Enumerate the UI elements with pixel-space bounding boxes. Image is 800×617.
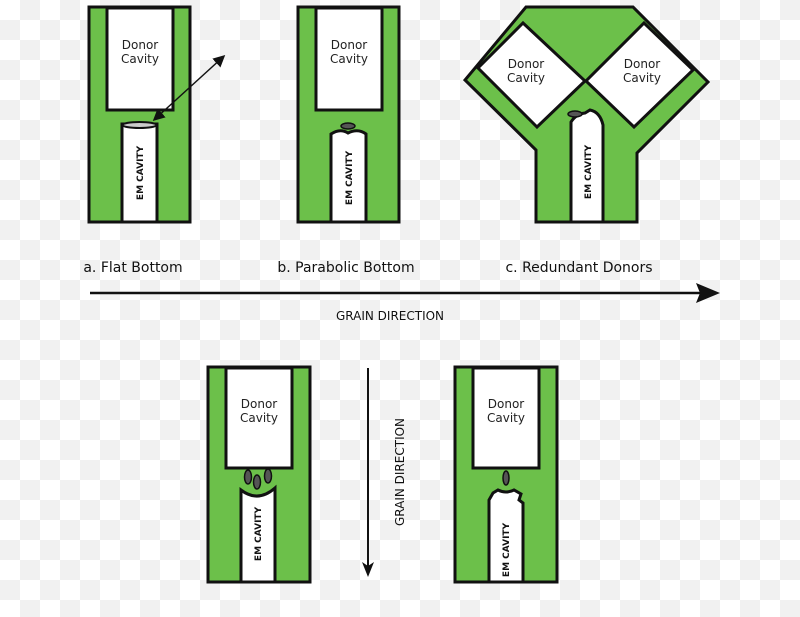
- panel-parabolic-bottom: Donor Cavity EM CAVITY: [296, 5, 401, 224]
- donor-label-line1: Donor: [122, 38, 159, 52]
- donor-label-line2: Cavity: [121, 52, 159, 66]
- em-cavity-label: EM CAVITY: [345, 150, 355, 205]
- double-arrow: [152, 54, 226, 122]
- gas-plug: [252, 474, 262, 490]
- gas-plug: [243, 469, 253, 485]
- donor-label-line1: Donor: [624, 57, 661, 71]
- donor-label-line2: Cavity: [623, 71, 661, 85]
- donor-cavity-left: [475, 20, 588, 130]
- donor-label-line1: Donor: [488, 397, 525, 411]
- flat-top: [121, 121, 158, 129]
- em-cavity: [487, 488, 525, 584]
- grain-direction-label: GRAIN DIRECTION: [336, 309, 444, 323]
- arrowhead-icon: [362, 562, 374, 577]
- label-parabolic-bottom: b. Parabolic Bottom: [277, 260, 414, 276]
- donor-label-line2: Cavity: [330, 52, 368, 66]
- donor-label-line2: Cavity: [240, 411, 278, 425]
- gas-plug: [263, 468, 273, 484]
- em-cavity: [239, 484, 277, 584]
- gas-plug: [340, 122, 356, 130]
- panel-redundant-donors: Donor Cavity Donor Cavity EM CAVITY: [462, 5, 711, 224]
- grain-direction-label-vertical: GRAIN DIRECTION: [393, 418, 407, 526]
- em-cavity-label: EM CAVITY: [136, 145, 146, 200]
- donor-label-line1: Donor: [508, 57, 545, 71]
- donor-label-line2: Cavity: [487, 411, 525, 425]
- label-redundant-donors: c. Redundant Donors: [505, 260, 652, 276]
- label-flat-bottom: a. Flat Bottom: [83, 260, 182, 276]
- gas-plug: [567, 110, 583, 118]
- donor-label-line1: Donor: [241, 397, 278, 411]
- em-cavity: [329, 129, 368, 224]
- em-cavity-label: EM CAVITY: [502, 522, 512, 577]
- donor-cavity: [314, 6, 384, 112]
- panel-bottom-left: Donor Cavity EM CAVITY: [206, 365, 312, 584]
- donor-cavity: [471, 366, 541, 470]
- donor-cavity: [224, 366, 294, 470]
- donor-cavity-right: [583, 20, 696, 130]
- em-cavity: [569, 108, 605, 224]
- em-cavity-label: EM CAVITY: [584, 144, 594, 199]
- panel-bottom-right: Donor Cavity EM CAVITY: [453, 365, 559, 584]
- gas-plug: [502, 470, 510, 486]
- arrowhead-icon: [696, 283, 720, 303]
- em-cavity-label: EM CAVITY: [254, 506, 264, 561]
- panel-flat-bottom: Donor Cavity EM CAVITY: [87, 5, 226, 224]
- donor-label-line2: Cavity: [507, 71, 545, 85]
- donor-label-line1: Donor: [331, 38, 368, 52]
